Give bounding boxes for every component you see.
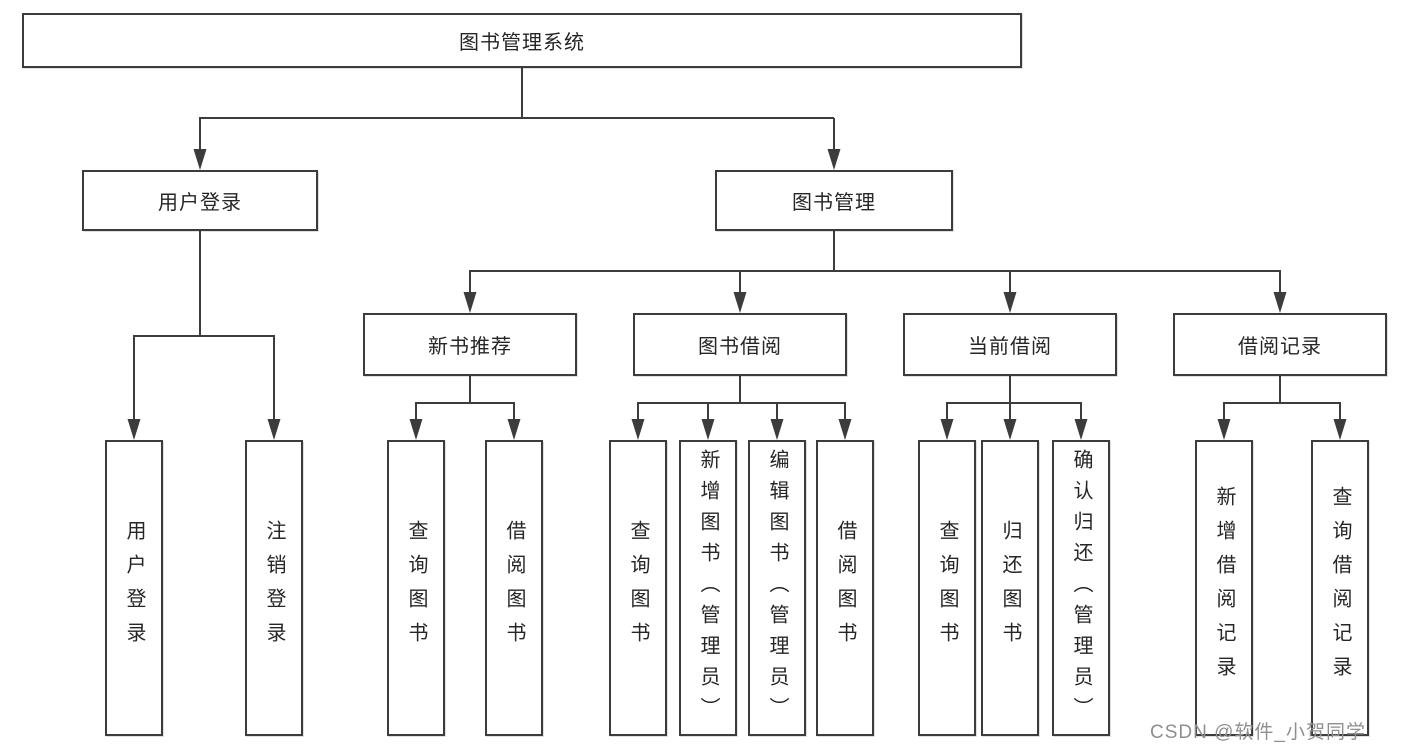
leaf-query-books-borrow: 查询图书 bbox=[609, 440, 667, 736]
node-current-borrowing: 当前借阅 bbox=[903, 313, 1117, 376]
leaf-edit-books-admin: 编辑图书（管理员） bbox=[748, 440, 806, 736]
node-book-management: 图书管理 bbox=[715, 170, 953, 231]
node-borrowing-records: 借阅记录 bbox=[1173, 313, 1387, 376]
leaf-borrow-books-recommend: 借阅图书 bbox=[485, 440, 543, 736]
node-label: 借阅记录 bbox=[1238, 336, 1322, 358]
node-library-management-system: 图书管理系统 bbox=[22, 13, 1022, 68]
leaf-query-books-current: 查询图书 bbox=[918, 440, 976, 736]
leaf-confirm-return-admin: 确认归还（管理员） bbox=[1052, 440, 1110, 736]
csdn-watermark: CSDN @软件_小贺同学 bbox=[1150, 722, 1366, 743]
leaf-return-books: 归还图书 bbox=[981, 440, 1039, 736]
node-label: 图书管理 bbox=[792, 192, 876, 214]
leaf-user-login: 用户登录 bbox=[105, 440, 163, 736]
node-label: 新书推荐 bbox=[428, 336, 512, 358]
leaf-logout: 注销登录 bbox=[245, 440, 303, 736]
leaf-add-borrow-record: 新增借阅记录 bbox=[1195, 440, 1253, 736]
leaf-query-borrow-record: 查询借阅记录 bbox=[1311, 440, 1369, 736]
node-label: 编辑图书（管理员） bbox=[766, 448, 788, 728]
node-label: 当前借阅 bbox=[968, 336, 1052, 358]
node-label: 图书借阅 bbox=[698, 336, 782, 358]
node-label: 查询图书 bbox=[405, 520, 427, 656]
node-label: 查询图书 bbox=[627, 520, 649, 656]
leaf-add-books-admin: 新增图书（管理员） bbox=[679, 440, 737, 736]
node-label: 借阅图书 bbox=[834, 520, 856, 656]
node-label: 查询借阅记录 bbox=[1329, 486, 1351, 690]
node-book-borrowing: 图书借阅 bbox=[633, 313, 847, 376]
node-label: 查询图书 bbox=[936, 520, 958, 656]
node-label: 归还图书 bbox=[999, 520, 1021, 656]
node-new-book-recommend: 新书推荐 bbox=[363, 313, 577, 376]
node-user-login: 用户登录 bbox=[82, 170, 318, 231]
node-label: 确认归还（管理员） bbox=[1070, 448, 1092, 728]
node-label: 图书管理系统 bbox=[459, 32, 585, 54]
arrowhead-icons bbox=[127, 149, 1347, 440]
node-label: 用户登录 bbox=[123, 520, 145, 656]
node-label: 新增借阅记录 bbox=[1213, 486, 1235, 690]
node-label: 用户登录 bbox=[158, 192, 242, 214]
node-label: 注销登录 bbox=[263, 520, 285, 656]
node-label: 借阅图书 bbox=[503, 520, 525, 656]
node-label: 新增图书（管理员） bbox=[697, 448, 719, 728]
leaf-query-books-recommend: 查询图书 bbox=[387, 440, 445, 736]
leaf-borrow-books: 借阅图书 bbox=[816, 440, 874, 736]
